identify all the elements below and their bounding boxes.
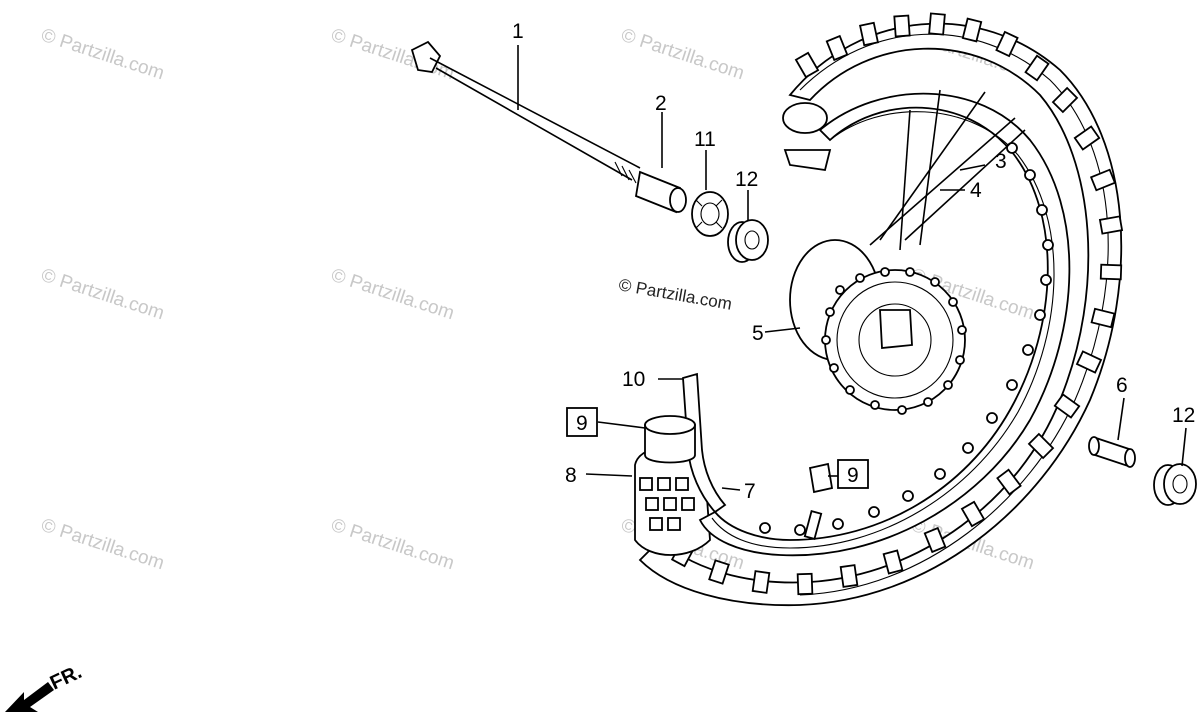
callout-12-top: 12 bbox=[735, 168, 758, 191]
callout-labels: 1 2 3 4 5 6 7 8 9 9 10 11 12 12 bbox=[512, 20, 1195, 503]
front-axle bbox=[410, 40, 641, 184]
watermark: © Partzilla.com bbox=[618, 25, 746, 85]
callout-12-right: 12 bbox=[1172, 404, 1195, 427]
callout-9-left: 9 bbox=[576, 412, 588, 435]
rim-strip bbox=[682, 372, 727, 514]
wheel-bearing-right bbox=[1153, 463, 1197, 506]
spoke-holes bbox=[759, 142, 1054, 536]
copyright-credit: © Partzilla.com bbox=[617, 275, 733, 314]
callout-10: 10 bbox=[622, 368, 645, 391]
spokes bbox=[869, 89, 1026, 251]
valve-cap bbox=[808, 462, 834, 494]
callout-11: 11 bbox=[694, 128, 716, 151]
tire bbox=[634, 12, 1124, 607]
rim bbox=[698, 92, 1071, 557]
hub-flange-holes bbox=[821, 267, 967, 415]
tire-tread bbox=[670, 12, 1124, 596]
watermark: © Partzilla.com bbox=[38, 265, 166, 325]
callout-box-9-right bbox=[837, 459, 869, 489]
callout-box-9-left bbox=[566, 407, 598, 437]
callout-7: 7 bbox=[744, 480, 756, 503]
watermark: © Partzilla.com bbox=[328, 265, 456, 325]
callout-9-right: 9 bbox=[847, 464, 859, 487]
valve-stem bbox=[803, 510, 823, 540]
wheel-bearing-left bbox=[727, 219, 769, 263]
distance-collar bbox=[1088, 436, 1136, 468]
hub-axle-bore bbox=[879, 309, 913, 349]
callout-5: 5 bbox=[752, 322, 764, 345]
callout-3: 3 bbox=[995, 150, 1007, 173]
tire-cut-end-top bbox=[782, 102, 828, 134]
callout-2: 2 bbox=[655, 92, 667, 115]
axle-collar bbox=[634, 170, 687, 214]
callout-8: 8 bbox=[565, 464, 577, 487]
dust-seal bbox=[691, 191, 729, 237]
callout-4: 4 bbox=[970, 179, 982, 202]
leader-lines bbox=[517, 45, 1187, 491]
callout-6: 6 bbox=[1116, 374, 1128, 397]
wheel-hub bbox=[789, 239, 967, 415]
watermark: © Partzilla.com bbox=[38, 515, 166, 575]
front-direction-indicator: FR. bbox=[5, 661, 85, 712]
callout-1: 1 bbox=[512, 20, 524, 43]
arrow-icon bbox=[5, 682, 54, 712]
tire-tread-bottom bbox=[639, 477, 695, 531]
watermark: © Partzilla.com bbox=[328, 515, 456, 575]
inner-tube bbox=[644, 415, 696, 464]
watermark: © Partzilla.com bbox=[38, 25, 166, 85]
